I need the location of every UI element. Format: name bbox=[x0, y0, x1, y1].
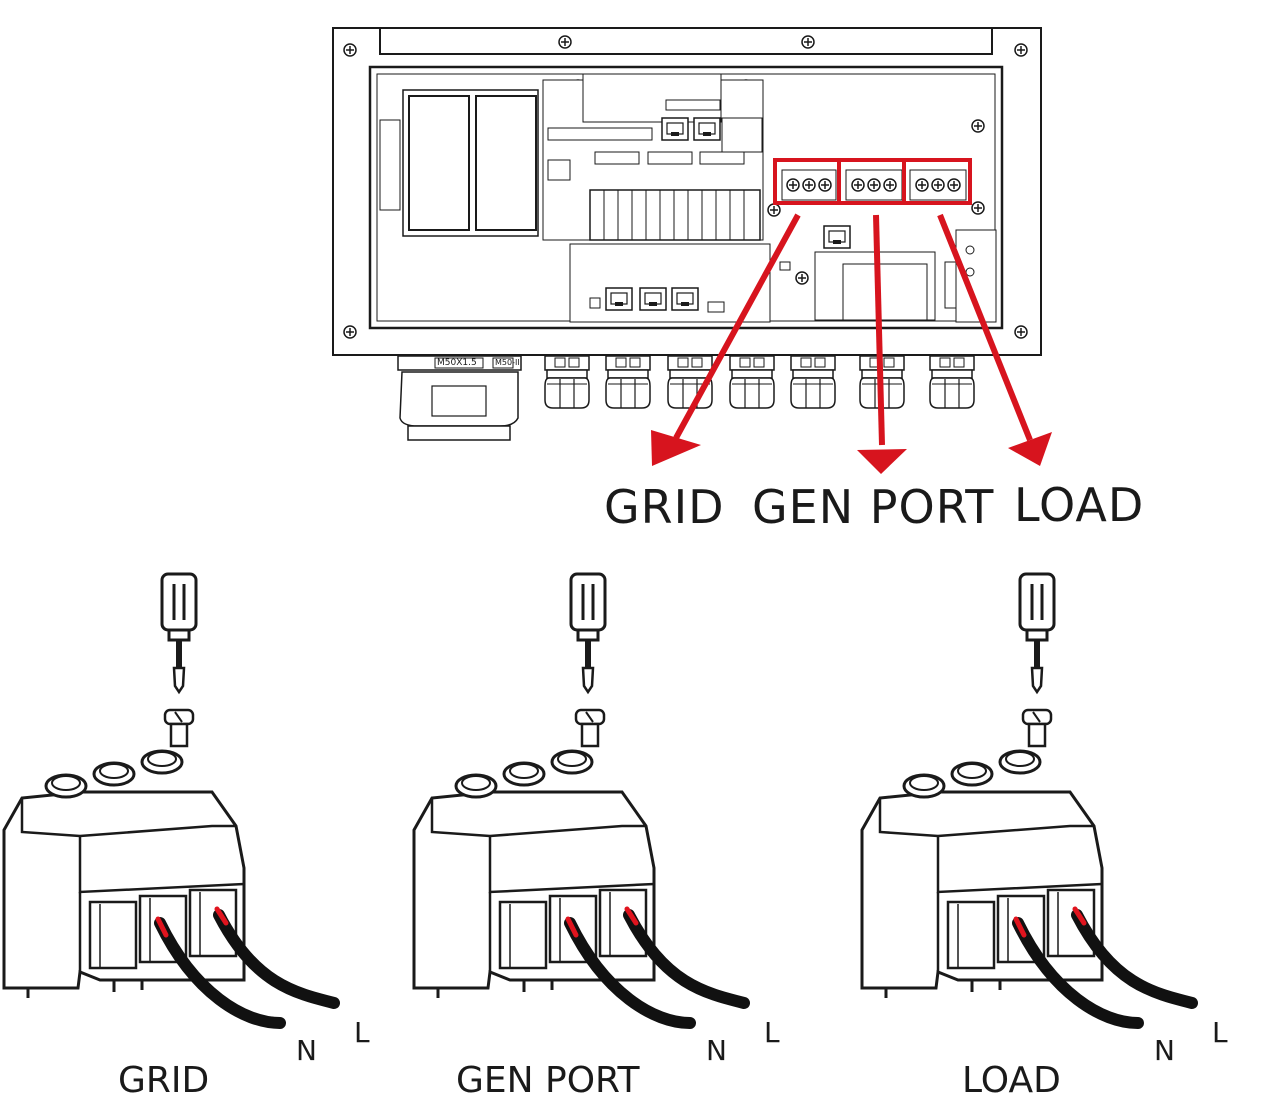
inverter-enclosure bbox=[332, 27, 1042, 356]
terminal-block-grid bbox=[2, 574, 334, 1023]
highlight-boxes bbox=[773, 158, 972, 205]
wire-label-n: N bbox=[1154, 1034, 1175, 1067]
wire-label-n: N bbox=[706, 1034, 727, 1067]
control-board bbox=[542, 73, 764, 241]
top-label-load: LOAD bbox=[1014, 478, 1145, 532]
lower-board bbox=[569, 225, 997, 323]
wire-label-l: L bbox=[354, 1016, 370, 1049]
red-arrows bbox=[651, 213, 1052, 474]
wire-label-l: L bbox=[1212, 1016, 1228, 1049]
cable-glands bbox=[397, 355, 975, 441]
top-label-gen-port: GEN PORT bbox=[752, 480, 995, 534]
terminal-block-load bbox=[860, 574, 1192, 1023]
wire-label-l: L bbox=[764, 1016, 780, 1049]
board-terminals bbox=[781, 169, 967, 201]
terminal-block-gen bbox=[412, 574, 744, 1023]
wire-label-n: N bbox=[296, 1034, 317, 1067]
transformer bbox=[379, 89, 539, 237]
top-label-grid: GRID bbox=[604, 480, 725, 534]
gland-label-big: M50X1.5 bbox=[437, 358, 477, 368]
gland-label-small: M50-II bbox=[495, 358, 520, 367]
caption-gen-port: GEN PORT bbox=[456, 1060, 640, 1101]
caption-load: LOAD bbox=[962, 1060, 1061, 1101]
caption-grid: GRID bbox=[118, 1060, 210, 1101]
